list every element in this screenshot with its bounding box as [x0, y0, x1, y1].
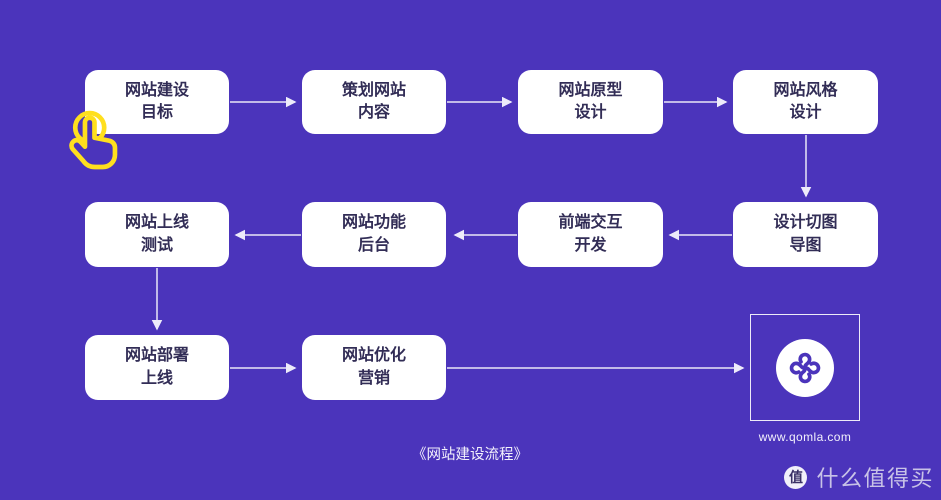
flow-node-label: 设计切图 导图 — [773, 214, 838, 254]
flow-node-label: 策划网站 内容 — [341, 81, 406, 121]
flow-node-plan: 策划网站 内容 — [302, 70, 446, 134]
flow-node-label: 网站优化 营销 — [341, 347, 406, 387]
flow-node-label: 前端交互 开发 — [558, 214, 623, 254]
qomla-logo-circle — [776, 338, 834, 397]
flow-node-label: 网站功能 后台 — [341, 214, 406, 254]
smzdm-watermark: 值 什么值得买 — [784, 461, 934, 493]
flow-node-prototype: 网站原型 设计 — [518, 70, 663, 134]
flow-node-frontend: 前端交互 开发 — [518, 202, 663, 267]
flow-node-label: 网站上线 测试 — [124, 214, 189, 254]
flow-node-marketing: 网站优化 营销 — [302, 335, 446, 400]
flow-node-label: 网站建设 目标 — [124, 81, 189, 121]
qomla-logo-box — [750, 314, 860, 421]
flow-node-label: 网站原型 设计 — [558, 81, 623, 121]
diagram-caption: 《网站建设流程》 — [412, 447, 528, 463]
tap-hand-icon — [69, 110, 118, 170]
flow-node-test: 网站上线 测试 — [85, 202, 229, 267]
flow-node-label: 网站部署 上线 — [124, 347, 189, 387]
flow-node-label: 网站风格 设计 — [773, 81, 838, 121]
flow-node-slice: 设计切图 导图 — [733, 202, 878, 267]
smzdm-watermark-text: 什么值得买 — [816, 466, 934, 491]
logo-website-url: www.qomla.com — [758, 430, 852, 444]
smzdm-badge-icon: 值 — [784, 465, 808, 489]
flow-node-deploy: 网站部署 上线 — [85, 335, 229, 400]
flow-node-goal: 网站建设 目标 — [85, 70, 229, 134]
flow-node-style: 网站风格 设计 — [733, 70, 878, 134]
flow-node-backend: 网站功能 后台 — [302, 202, 446, 267]
qomla-clover-icon — [789, 352, 821, 383]
